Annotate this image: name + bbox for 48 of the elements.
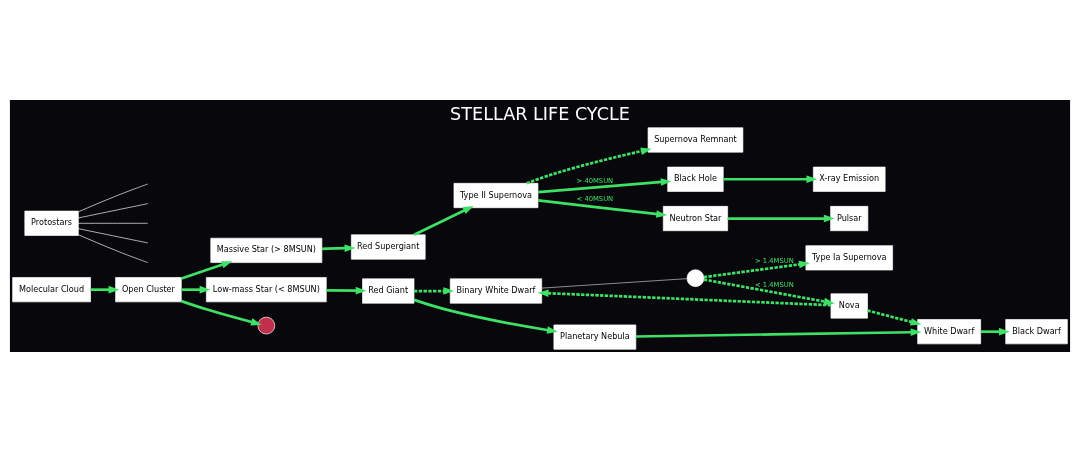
diagram-title: STELLAR LIFE CYCLE bbox=[450, 103, 630, 124]
arrow bbox=[326, 286, 367, 295]
arrow bbox=[727, 214, 835, 223]
arrow bbox=[414, 287, 455, 295]
arrow bbox=[181, 285, 211, 294]
node-box: Type Ia Supernova bbox=[805, 245, 893, 271]
arrow bbox=[635, 328, 922, 338]
node-box: Open Cluster bbox=[115, 277, 182, 303]
node-box: Planetary Nebula bbox=[553, 324, 637, 350]
node-box: Red Giant bbox=[362, 278, 415, 304]
arrow bbox=[703, 260, 810, 279]
connector bbox=[78, 183, 149, 212]
node-box: Molecular Cloud bbox=[12, 277, 91, 303]
arrow bbox=[867, 309, 922, 326]
node-box: Pulsar bbox=[830, 206, 869, 232]
node-box: Binary White Dwarf bbox=[449, 278, 543, 304]
node-box: Type II Supernova bbox=[453, 183, 539, 209]
node-box: Black Dwarf bbox=[1005, 319, 1068, 345]
arrow bbox=[90, 285, 120, 294]
arrow bbox=[181, 261, 233, 280]
node-box: Black Hole bbox=[667, 166, 724, 192]
arrow bbox=[321, 244, 356, 252]
connector bbox=[78, 203, 149, 219]
node-box: Low-mass Star (< 8MSUN) bbox=[206, 277, 327, 303]
node-box: X-ray Emission bbox=[813, 166, 886, 192]
node-box: Nova bbox=[830, 293, 868, 319]
node-box: Supernova Remnant bbox=[647, 127, 744, 153]
node-box: Massive Star (> 8MSUN) bbox=[210, 237, 323, 263]
arrow bbox=[180, 299, 262, 326]
node-circle bbox=[257, 316, 276, 335]
arrow bbox=[723, 175, 818, 184]
node-box: Neutron Star bbox=[662, 206, 728, 232]
arrow bbox=[980, 327, 1010, 336]
arrow bbox=[703, 278, 835, 306]
arrow bbox=[413, 298, 558, 334]
arrow bbox=[413, 205, 474, 237]
arrow bbox=[538, 199, 668, 218]
connector bbox=[78, 228, 149, 244]
connector bbox=[541, 278, 688, 289]
node-box: Red Supergiant bbox=[351, 234, 426, 260]
connector bbox=[78, 234, 149, 263]
arrow bbox=[538, 178, 672, 194]
node-box: White Dwarf bbox=[917, 319, 981, 345]
node-circle bbox=[686, 269, 705, 287]
arrow bbox=[537, 289, 831, 307]
arrow bbox=[526, 147, 652, 185]
node-box: Protostars bbox=[24, 210, 79, 236]
connector bbox=[78, 222, 149, 224]
